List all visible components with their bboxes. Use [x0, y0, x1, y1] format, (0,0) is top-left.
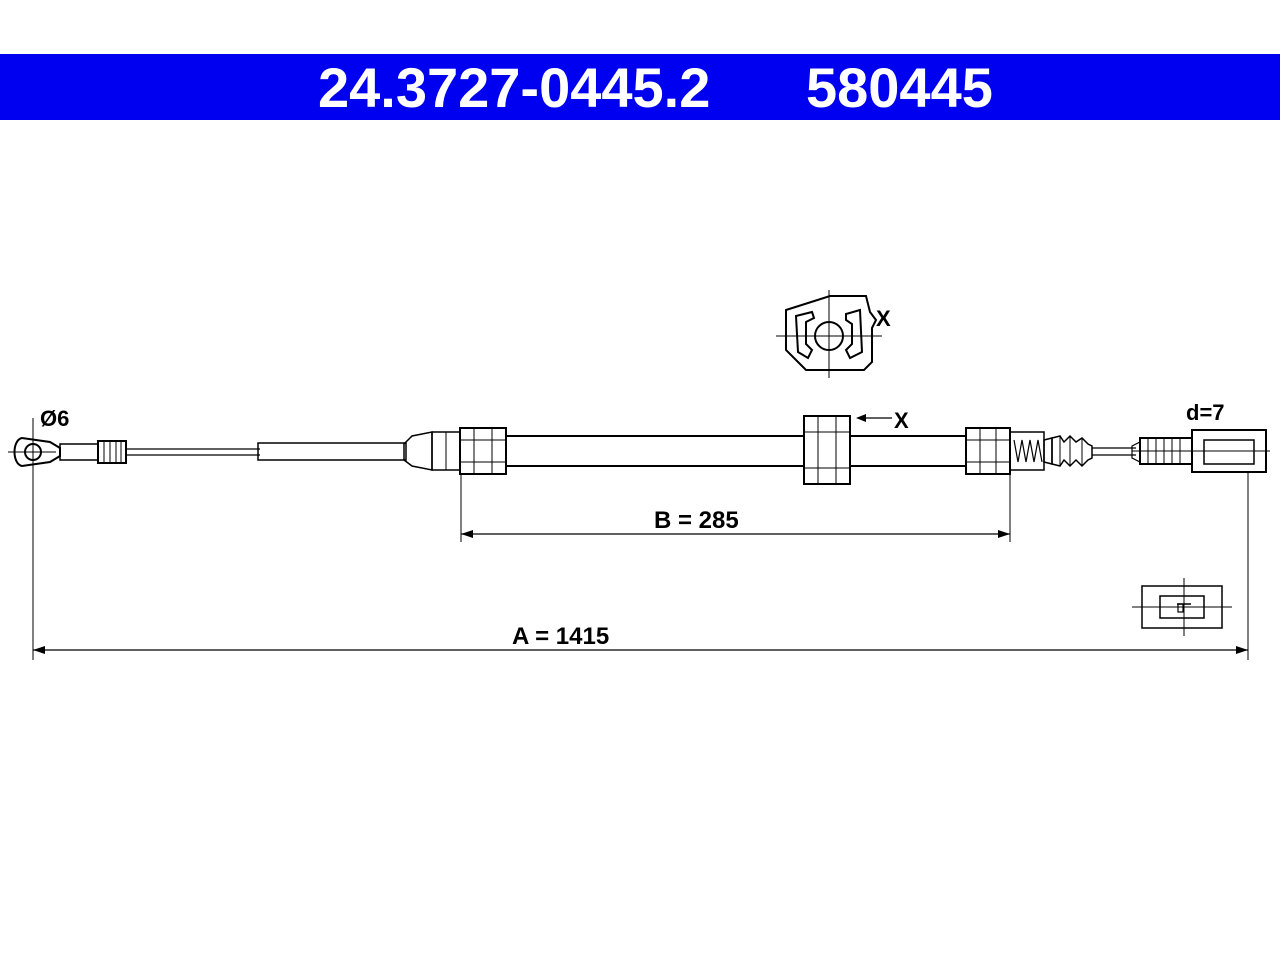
clip-marker-label: X: [876, 306, 891, 331]
clip-detail: [776, 290, 882, 378]
eyelet-end: [8, 418, 127, 660]
middle-grommet: [803, 415, 851, 485]
section-arrow: [856, 414, 892, 422]
dimension-b-label: B = 285: [654, 507, 739, 534]
dimension-a-label: A = 1415: [512, 623, 609, 650]
end-section: [1132, 578, 1232, 636]
section-marker-label: X: [894, 408, 909, 433]
part-number: 24.3727-0445.2: [318, 56, 711, 119]
outer-sheath: [506, 435, 966, 467]
inner-cable: [126, 442, 407, 461]
right-fitting: [965, 427, 1093, 475]
eye-diameter-label: Ø6: [40, 406, 69, 431]
alt-part-number: 580445: [806, 56, 993, 119]
dimension-b: [460, 474, 1011, 542]
end-dimension-label: d=7: [1186, 400, 1225, 425]
left-ferrule: [403, 427, 507, 475]
dimension-a: [33, 646, 1248, 654]
right-end: [1092, 429, 1270, 660]
title-bar: 24.3727-0445.2 580445: [0, 54, 1280, 120]
